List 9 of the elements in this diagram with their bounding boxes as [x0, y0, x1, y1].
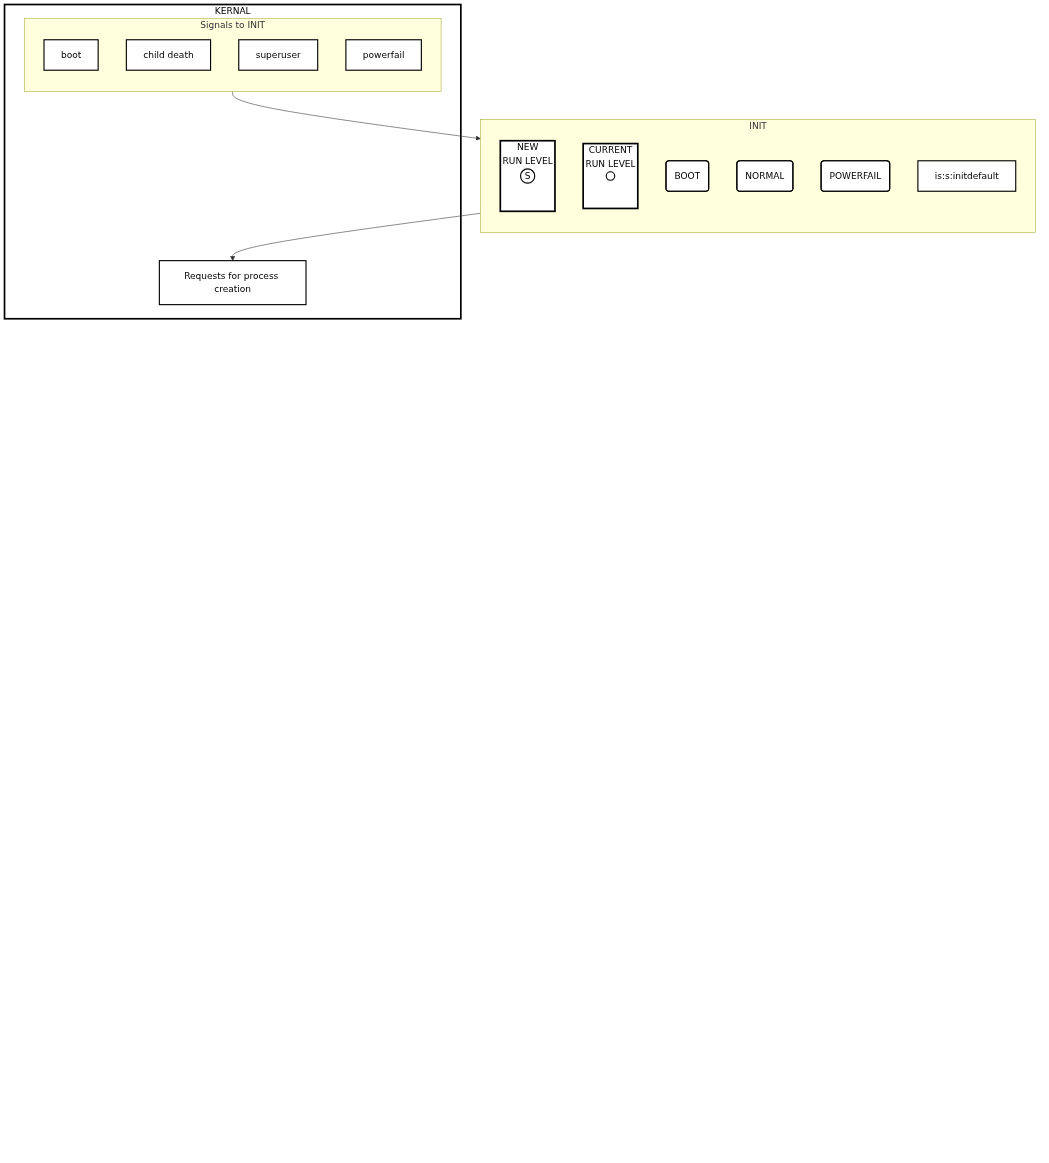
- node-box: superuser: [238, 39, 319, 71]
- node-box: is:s:initdefault: [917, 160, 1017, 192]
- cluster: CURRENT RUN LEVEL: [582, 142, 639, 210]
- node-box: child death: [125, 39, 212, 71]
- node-circle: [605, 171, 616, 181]
- node-box: powerfail: [345, 39, 422, 71]
- node-box: Requests for process creation: [158, 260, 307, 306]
- node-circle: S: [519, 168, 536, 184]
- node-box: boot: [43, 39, 99, 71]
